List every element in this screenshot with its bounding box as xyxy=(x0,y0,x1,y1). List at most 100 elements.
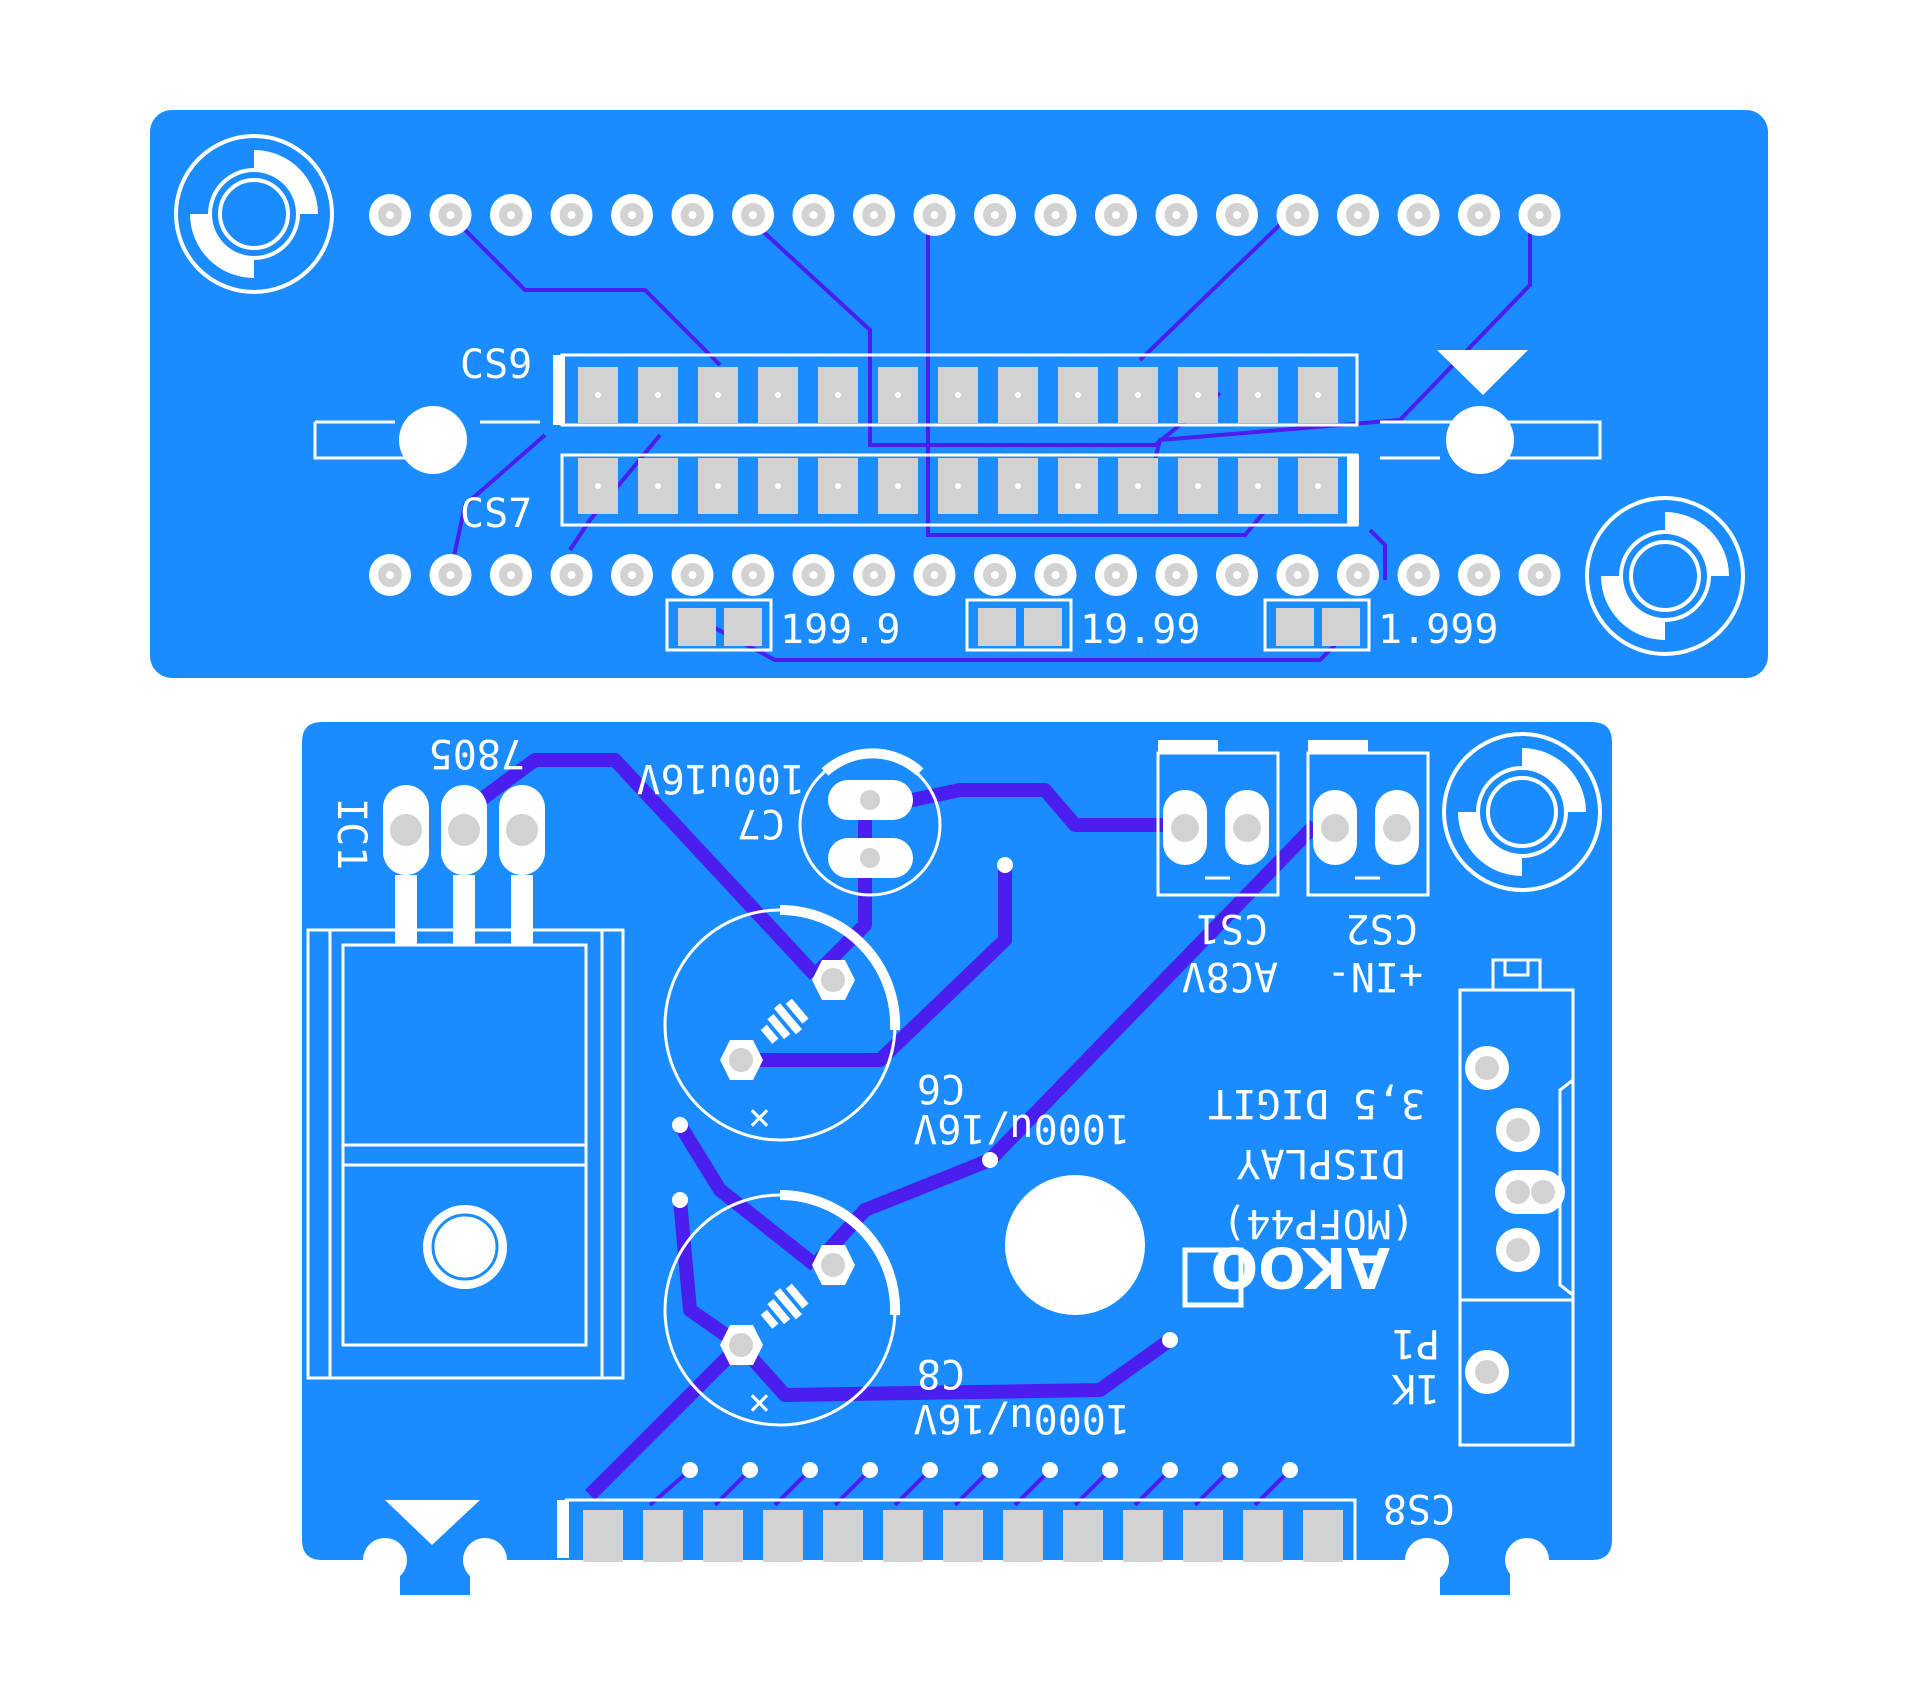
header-pin xyxy=(732,554,774,596)
mounting-hole-bottom xyxy=(1442,732,1602,892)
header-pin xyxy=(853,194,895,236)
range-label-1: 199.9 xyxy=(780,607,900,653)
smd-pad xyxy=(1178,367,1218,423)
connector-cs2 xyxy=(1306,740,1430,897)
cs8-pin1-mark xyxy=(557,1500,569,1558)
edge-notch-right xyxy=(1405,1538,1449,1582)
header-pin xyxy=(974,554,1016,596)
smd-pad xyxy=(818,458,858,514)
edge-pad xyxy=(1243,1510,1283,1562)
range-label-3: 1.999 xyxy=(1378,607,1498,653)
edge-notch-left-2 xyxy=(463,1538,507,1582)
header-pin xyxy=(1155,554,1198,596)
range-label-2: 19.99 xyxy=(1080,607,1200,653)
header-pin xyxy=(1276,554,1319,596)
capacitor-c7 xyxy=(798,748,942,897)
smd-pad xyxy=(1298,367,1338,423)
smd-pad xyxy=(1238,458,1278,514)
smd-pad xyxy=(758,367,798,423)
cs9-label: CS9 xyxy=(460,342,532,388)
c6-label: C6 xyxy=(917,1065,965,1111)
ic1-label: IC1 xyxy=(328,798,374,870)
c7-label: C7 xyxy=(737,800,785,846)
cs1-label: CS1 xyxy=(1196,905,1268,951)
header-pin xyxy=(1095,554,1137,596)
right-alignment-hole xyxy=(1446,406,1514,474)
edge-notch-right-2 xyxy=(1505,1538,1549,1582)
header-pin xyxy=(369,194,411,236)
capacitor-c8: × xyxy=(663,1189,901,1427)
header-pin xyxy=(550,554,593,596)
mounting-hole-top-right xyxy=(1585,496,1745,656)
brand-logo: AKOO xyxy=(1182,1234,1390,1308)
cs8-edge-pads xyxy=(583,1510,1343,1562)
header-pin xyxy=(1034,194,1077,236)
edge-pad xyxy=(1063,1510,1103,1562)
edge-pad xyxy=(1123,1510,1163,1562)
cs8-label: CS8 xyxy=(1383,1485,1455,1531)
header-pin xyxy=(1034,554,1077,596)
c8-value: 1000u/16V xyxy=(913,1395,1130,1441)
bottom-board-substrate xyxy=(302,722,1612,1595)
smd-pad xyxy=(818,367,858,423)
smd-pad xyxy=(938,367,978,423)
header-pin xyxy=(429,194,472,236)
header-pin xyxy=(369,554,411,596)
header-pin xyxy=(792,194,835,236)
header-pin xyxy=(1397,554,1440,596)
trimmer-p1 xyxy=(1458,958,1575,1447)
p1-label: P1 xyxy=(1392,1320,1440,1366)
header-pin xyxy=(1155,194,1198,236)
edge-pad xyxy=(943,1510,983,1562)
smd-pad xyxy=(638,458,678,514)
cs2-desc: +IN- xyxy=(1327,953,1423,999)
pin-header-rows xyxy=(369,194,1561,596)
header-pin xyxy=(1518,194,1561,236)
bottom-board: IC1 7805 100u16V C7 × C6 1000u/16V xyxy=(302,722,1612,1595)
c8-minus: × xyxy=(748,1380,771,1424)
smd-pad xyxy=(1058,458,1098,514)
left-tab-outline xyxy=(313,420,540,460)
connector-cs1 xyxy=(1156,740,1280,897)
header-pin xyxy=(1216,554,1258,596)
smd-pad xyxy=(1238,367,1278,423)
cs7-pad-row xyxy=(578,458,1338,514)
logo-text: AKOO xyxy=(1211,1234,1390,1299)
smd-pad xyxy=(878,367,918,423)
smd-pad xyxy=(1298,458,1338,514)
smd-pad xyxy=(1058,367,1098,423)
cs9-pin1-mark xyxy=(553,355,565,425)
edge-pad xyxy=(823,1510,863,1562)
header-pin xyxy=(1216,194,1258,236)
smd-pad xyxy=(1178,458,1218,514)
top-board: CS9 CS7 199.9 19.99 1.999 xyxy=(150,110,1768,678)
p1-value: 1K xyxy=(1392,1365,1440,1411)
smd-pad xyxy=(698,367,738,423)
smd-pad xyxy=(1118,367,1158,423)
smd-pad xyxy=(638,367,678,423)
range-jumper-1: 199.9 xyxy=(665,598,900,653)
cs8-outline xyxy=(565,1498,1357,1560)
edge-pad xyxy=(883,1510,923,1562)
center-mounting-hole xyxy=(1005,1175,1145,1315)
smd-pad xyxy=(938,458,978,514)
smd-pad xyxy=(1118,458,1158,514)
header-pin xyxy=(732,194,774,236)
board-title-line-2: DISPLAY xyxy=(1236,1140,1405,1186)
smd-pad xyxy=(998,367,1038,423)
cs1-desc: AC8V xyxy=(1182,953,1278,999)
pin1-arrow-bottom xyxy=(385,1500,480,1545)
smd-pad xyxy=(758,458,798,514)
cs9-pad-row xyxy=(578,367,1338,423)
left-alignment-hole xyxy=(399,406,467,474)
header-pin xyxy=(913,194,956,236)
header-pin xyxy=(1397,194,1440,236)
ic1-regulator xyxy=(306,785,625,1380)
vias xyxy=(672,857,1298,1478)
ic1-value: 7805 xyxy=(429,730,525,776)
edge-pad xyxy=(583,1510,623,1562)
header-pin xyxy=(671,194,714,236)
smd-pad xyxy=(578,458,618,514)
header-pin xyxy=(611,194,653,236)
